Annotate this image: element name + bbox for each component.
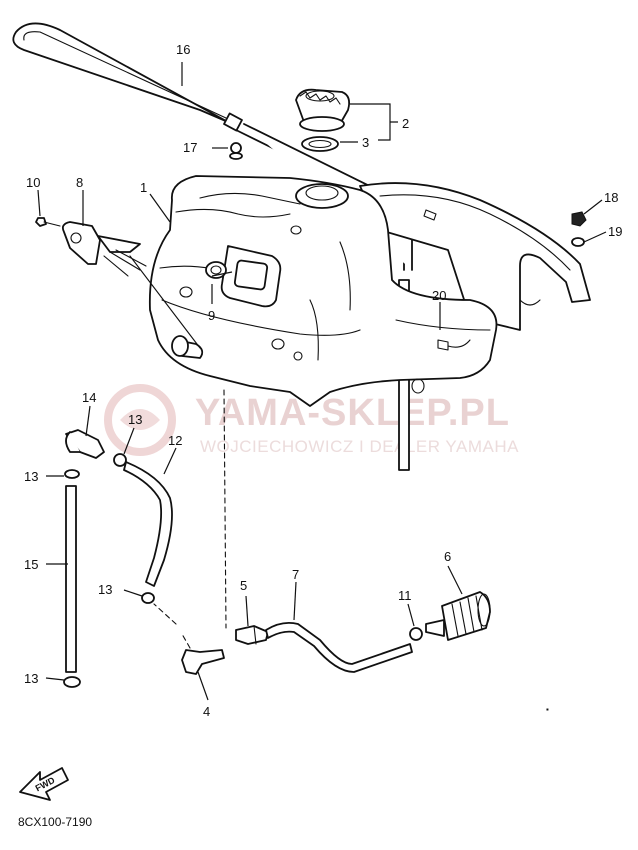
callout-12: 12 bbox=[168, 433, 182, 448]
leader-lines bbox=[37, 62, 607, 701]
diagram-code: 8CX100-7190 bbox=[18, 815, 92, 829]
callout-14: 14 bbox=[82, 390, 96, 405]
callout-19: 19 bbox=[608, 224, 622, 239]
callout-3: 3 bbox=[362, 135, 369, 150]
callout-10: 10 bbox=[26, 175, 40, 190]
clamp-11 bbox=[409, 627, 423, 641]
connection-line-5 bbox=[223, 389, 227, 629]
elbow-fitting-14 bbox=[65, 429, 105, 459]
callout-13-left-top: 13 bbox=[24, 469, 38, 484]
fuel-hose-15 bbox=[65, 485, 77, 673]
fwd-arrow: FWD bbox=[19, 767, 69, 801]
clamp-13-lower bbox=[141, 592, 155, 604]
fuel-pipe-7 bbox=[265, 621, 413, 673]
fuel-hose-12 bbox=[123, 461, 173, 587]
callout-16: 16 bbox=[176, 42, 190, 57]
pump-bracket-8 bbox=[61, 221, 201, 349]
joint-5 bbox=[235, 625, 269, 645]
fitting-4 bbox=[181, 649, 225, 675]
tank-bracket bbox=[359, 182, 591, 331]
fuel-tank-1 bbox=[148, 175, 498, 407]
clamp-13-left-top bbox=[64, 469, 80, 479]
callout-1: 1 bbox=[140, 180, 147, 195]
callout-11: 11 bbox=[398, 588, 412, 603]
small-mark: ▪ bbox=[546, 705, 549, 714]
watermark-logo-mark bbox=[120, 409, 160, 430]
connection-line-4 bbox=[153, 603, 191, 649]
bolt-10 bbox=[35, 217, 61, 227]
fuel-filter-6 bbox=[425, 591, 491, 641]
callout-20: 20 bbox=[432, 288, 446, 303]
washer-19 bbox=[571, 237, 585, 247]
callouts: 16 1 2 3 17 8 10 9 18 19 20 14 13 12 13 … bbox=[24, 42, 622, 719]
clip-17 bbox=[229, 142, 243, 160]
watermark: YAMA-SKLEP.PL WOJCIECHOWICZ I DEALER YAM… bbox=[104, 384, 519, 456]
callout-7: 7 bbox=[292, 567, 299, 582]
callout-4: 4 bbox=[203, 704, 210, 719]
clamp-13-upper bbox=[113, 453, 127, 467]
clamp-13-left-bottom bbox=[63, 676, 81, 688]
nut-18 bbox=[571, 211, 587, 227]
watermark-logo bbox=[104, 384, 176, 456]
callout-2: 2 bbox=[402, 116, 409, 131]
callout-13-lower: 13 bbox=[98, 582, 112, 597]
callout-17: 17 bbox=[183, 140, 197, 155]
gasket-3 bbox=[301, 136, 339, 152]
fuel-cap-2 bbox=[295, 88, 351, 132]
watermark-main-text: YAMA-SKLEP.PL bbox=[195, 392, 510, 434]
callout-18: 18 bbox=[604, 190, 618, 205]
callout-9: 9 bbox=[208, 308, 215, 323]
callout-5: 5 bbox=[240, 578, 247, 593]
callout-15: 15 bbox=[24, 557, 38, 572]
callout-6: 6 bbox=[444, 549, 451, 564]
callout-8: 8 bbox=[76, 175, 83, 190]
callout-13-left-bottom: 13 bbox=[24, 671, 38, 686]
callout-13-upper: 13 bbox=[128, 412, 142, 427]
watermark-sub-text: WOJCIECHOWICZ I DEALER YAMAHA bbox=[200, 437, 519, 456]
